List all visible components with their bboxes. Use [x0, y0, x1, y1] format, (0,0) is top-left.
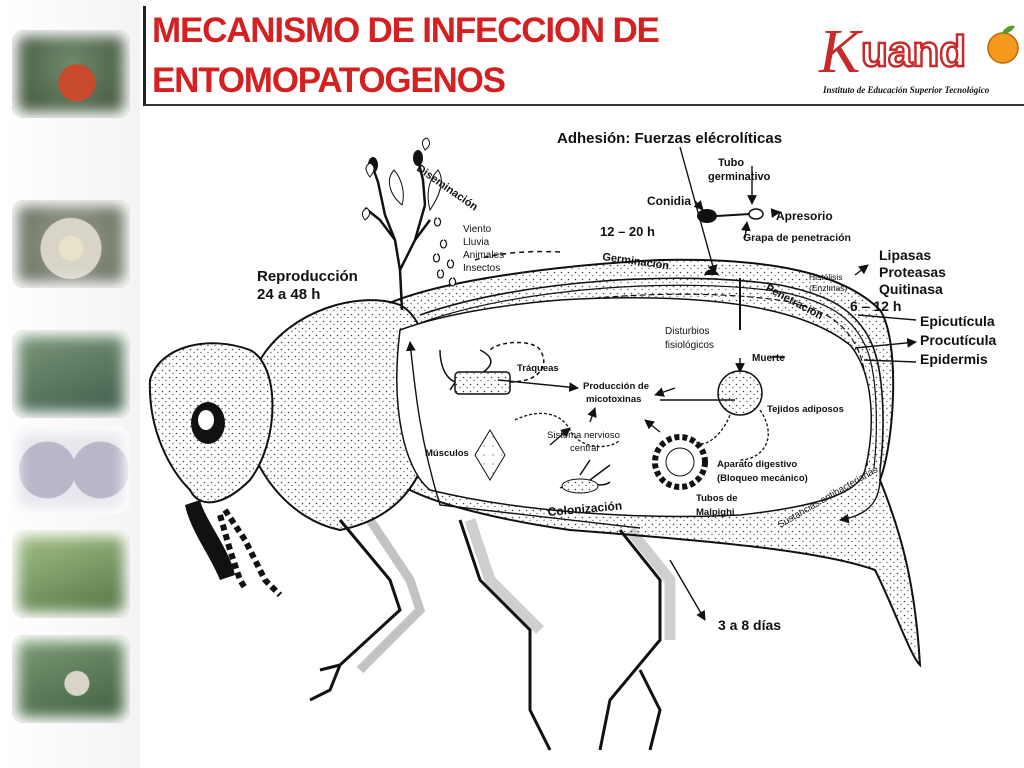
dissemination-structure [361, 137, 561, 311]
spores [432, 217, 457, 287]
label-disturbios: Disturbios [665, 326, 709, 337]
label-lipasas: Lipasas [879, 247, 931, 263]
body-cavity-outline [396, 297, 872, 518]
label-colonizacion: Colonización [547, 499, 623, 519]
logo-k-letter: K [818, 18, 864, 86]
label-conidia: Conidia [647, 194, 691, 208]
leaf-icon [1001, 25, 1015, 34]
photo-sidebar [0, 0, 140, 768]
label-time-12-20: 12 – 20 h [600, 224, 655, 239]
grasshopper-photo [12, 530, 130, 618]
internal-organs [439, 341, 769, 494]
title-accent-bar [143, 6, 146, 106]
label-proteasas: Proteasas [879, 264, 946, 280]
label-germinativo: germinativo [708, 171, 771, 183]
label-quitinasa: Quitinasa [879, 281, 943, 297]
logo-wordmark: uand [861, 27, 966, 76]
label-produccion: Producción de [583, 381, 649, 392]
insect-middle-leg [458, 519, 552, 751]
muscle-fiber [474, 429, 506, 481]
label-fisiologicos: fisiológicos [665, 340, 714, 351]
slide-title: MECANISMO DE INFECCION DE ENTOMOPATOGENO… [152, 6, 752, 106]
label-tejidos: Tejidos adiposos [767, 404, 844, 415]
label-sistema: Sistema nervioso [547, 430, 620, 441]
logo-subtitle-band [821, 82, 1015, 95]
digestive-ring [652, 434, 708, 490]
spores-petri-photo [12, 426, 130, 514]
label-animales: Animales [463, 250, 504, 261]
label-insectos: Insectos [463, 263, 500, 274]
title-underline [145, 104, 1024, 106]
conidia-icon [697, 209, 717, 223]
ladybug-photo [12, 30, 130, 118]
label-micotoxinas: micotoxinas [586, 394, 641, 405]
orange-fruit-icon [987, 32, 1019, 64]
institute-logo: K uand Instituto de Educación Superior T… [818, 18, 1019, 95]
logo-subtitle: Instituto de Educación Superior Tecnológ… [822, 85, 990, 95]
label-grapa: Grapa de penetración [743, 232, 851, 244]
label-epicuticula: Epicutícula [920, 313, 995, 329]
label-epidermis: Epidermis [920, 351, 988, 367]
insect-rostrum [185, 500, 235, 580]
label-time-3-8: 3 a 8 días [718, 617, 781, 633]
label-procuticula: Procutícula [920, 332, 996, 348]
label-aparato: Aparato digestivo [717, 459, 797, 470]
label-histolisis: Histólisis [809, 272, 843, 282]
infected-larva-photo [12, 330, 130, 418]
title-line-2: ENTOMOPATOGENOS [152, 61, 506, 100]
label-central: central [570, 443, 599, 454]
moth-photo [12, 635, 130, 723]
germ-tube [716, 213, 751, 217]
fungus-infected-insect-photo [12, 200, 130, 288]
label-time-6-12: 6 – 12 h [850, 298, 901, 314]
title-line-1: MECANISMO DE INFECCION DE [152, 11, 660, 50]
insect-hind-leg [598, 529, 662, 751]
label-musculos: Músculos [425, 448, 469, 459]
label-apresorio: Apresorio [776, 209, 833, 223]
insect-antenna [222, 508, 283, 598]
insect-front-leg [309, 519, 402, 702]
label-malpighi: Malpighi [696, 507, 735, 518]
label-time-24-48: 24 a 48 h [257, 286, 320, 303]
label-viento: Viento [463, 224, 492, 235]
diagram-arrows [406, 146, 917, 621]
infection-mechanism-diagram: Adhesión: Fuerzas elécrolíticas Tubo ger… [148, 130, 996, 751]
label-traqueas: Tráqueas [517, 363, 559, 374]
label-muerte: Muerte [752, 353, 785, 364]
dying-cell [717, 370, 763, 416]
cuticle-layers [396, 277, 884, 518]
trachea-segment [454, 371, 511, 395]
label-enzimas: (Enzimas) [809, 283, 847, 293]
label-lluvia: Lluvia [463, 237, 490, 248]
label-tubos-de: Tubos de [696, 493, 738, 504]
label-reproduccion: Reproducción [257, 268, 358, 285]
label-adhesion: Adhesión: Fuerzas elécrolíticas [557, 130, 782, 147]
label-bloqueo: (Bloqueo mecánico) [717, 473, 808, 484]
label-tubo: Tubo [718, 157, 744, 169]
appressorium-icon [748, 208, 764, 220]
